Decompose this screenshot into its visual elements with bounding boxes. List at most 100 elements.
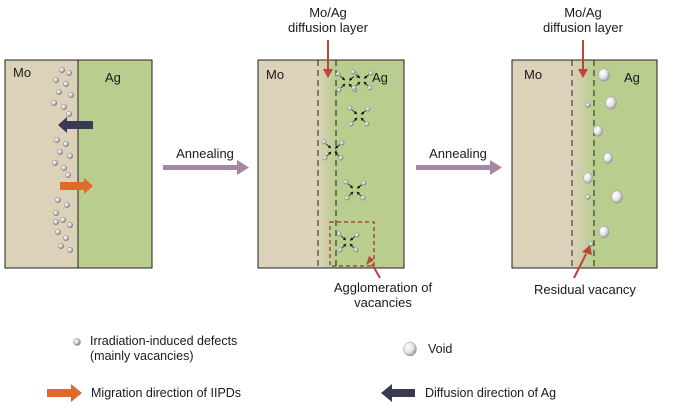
agglomeration-pointer [371, 263, 381, 279]
defect-dot [60, 216, 67, 223]
defect-dot [55, 228, 62, 235]
vacancy-dot [365, 106, 371, 112]
defect-dot [59, 66, 66, 73]
migration-tick [363, 81, 369, 87]
annealing-arrow-1 [163, 160, 249, 175]
migration-tick [356, 191, 362, 197]
mo-region [5, 60, 78, 268]
defect-dot [67, 91, 74, 98]
legend-defects-line-2: (mainly vacancies) [90, 349, 194, 363]
vacancy-dot [353, 247, 359, 253]
defect-dot [66, 246, 73, 253]
migration-tick [360, 110, 366, 115]
legend-migration-label: Migration direction of IIPDs [91, 386, 242, 400]
residual-vacancy-label: Residual vacancy [534, 282, 636, 297]
annealing-arrow-2 [416, 160, 502, 175]
void [593, 125, 603, 137]
defect-dot [61, 103, 68, 110]
legend-defects-line-1: Irradiation-induced defects [90, 334, 238, 348]
migration-tick [349, 236, 355, 241]
agglomeration-label-line-2: vacancies [354, 295, 412, 310]
vacancy-dot [336, 87, 342, 93]
migration-tick [351, 109, 358, 115]
migration-tick [363, 74, 369, 79]
vacancy-dot [335, 71, 341, 77]
vacancy-dot [339, 140, 345, 146]
residual-vacancy-dot [585, 102, 591, 108]
legend-defect-icon [73, 338, 81, 346]
voids-and-vacancies [583, 68, 623, 247]
migration-tick [334, 144, 340, 149]
vacancy-dot [347, 105, 353, 111]
annealing-label-1: Annealing [176, 146, 234, 161]
right-ag-label: Ag [624, 70, 640, 85]
migration-tick [339, 75, 346, 81]
panel-second-annealing [511, 40, 658, 279]
agglomeration-box [329, 221, 375, 267]
vacancy-dot [338, 155, 344, 161]
vacancy-agglomerates [321, 69, 374, 253]
vacancy-dot [321, 139, 327, 145]
defect-dot [54, 136, 61, 143]
migration-tick [356, 184, 362, 189]
vacancy-dot [337, 247, 343, 253]
migration-tick [360, 117, 366, 123]
middle-layer-title-line-1: Mo/Ag [309, 5, 347, 20]
defect-dot [63, 234, 70, 241]
vacancy-dot [360, 195, 366, 201]
vacancy-dot [336, 231, 342, 237]
vacancy-dot [364, 121, 370, 127]
mo-region [258, 60, 318, 268]
defect-dot [57, 148, 64, 155]
void [603, 152, 613, 164]
mo-region [512, 60, 572, 268]
legend-void-icon [403, 341, 417, 357]
left-ag-label: Ag [105, 70, 121, 85]
defect-dot [66, 221, 73, 228]
legend [47, 338, 417, 402]
defect-dot [53, 218, 60, 225]
defect-dot [64, 171, 71, 178]
defect-dot [58, 242, 65, 249]
void [598, 68, 610, 82]
agglomeration-label-line-1: Agglomeration of [333, 280, 433, 295]
middle-mo-label: Mo [266, 67, 285, 82]
defect-dot [53, 76, 60, 83]
migration-tick [348, 191, 354, 197]
migration-tick [352, 117, 358, 123]
vacancy-dot [350, 69, 356, 75]
defect-dot [56, 88, 63, 95]
panel-first-annealing [257, 40, 405, 279]
diffusion-layer [572, 60, 594, 268]
ag-region [336, 60, 404, 268]
migration-tick [354, 73, 361, 79]
ag-region [78, 60, 152, 268]
defect-dot [63, 80, 70, 87]
defect-dot [65, 110, 72, 117]
migration-tick [348, 76, 354, 81]
void [605, 96, 617, 110]
defect-dot [61, 164, 68, 171]
vacancy-dot [351, 85, 357, 91]
legend-void-label: Void [428, 342, 453, 356]
migration-tick [349, 243, 355, 249]
right-mo-label: Mo [524, 67, 543, 82]
void [583, 172, 593, 184]
legend-migration-arrow [47, 384, 82, 402]
migration-tick [325, 143, 332, 149]
residual-vacancy-pointer [573, 253, 587, 279]
migration-tick [334, 151, 340, 157]
defect-dot [63, 201, 70, 208]
migration-tick [347, 183, 354, 189]
vacancy-dot [368, 70, 374, 76]
vacancy-dot [343, 179, 349, 185]
residual-vacancy-dot [585, 194, 591, 200]
left-mo-label: Mo [13, 65, 32, 80]
migration-tick [326, 151, 332, 157]
void [598, 225, 610, 238]
panel-border [257, 59, 405, 269]
middle-layer-title-line-2: diffusion layer [288, 20, 368, 35]
middle-ag-label: Ag [372, 70, 388, 85]
defect-dot [55, 196, 62, 203]
